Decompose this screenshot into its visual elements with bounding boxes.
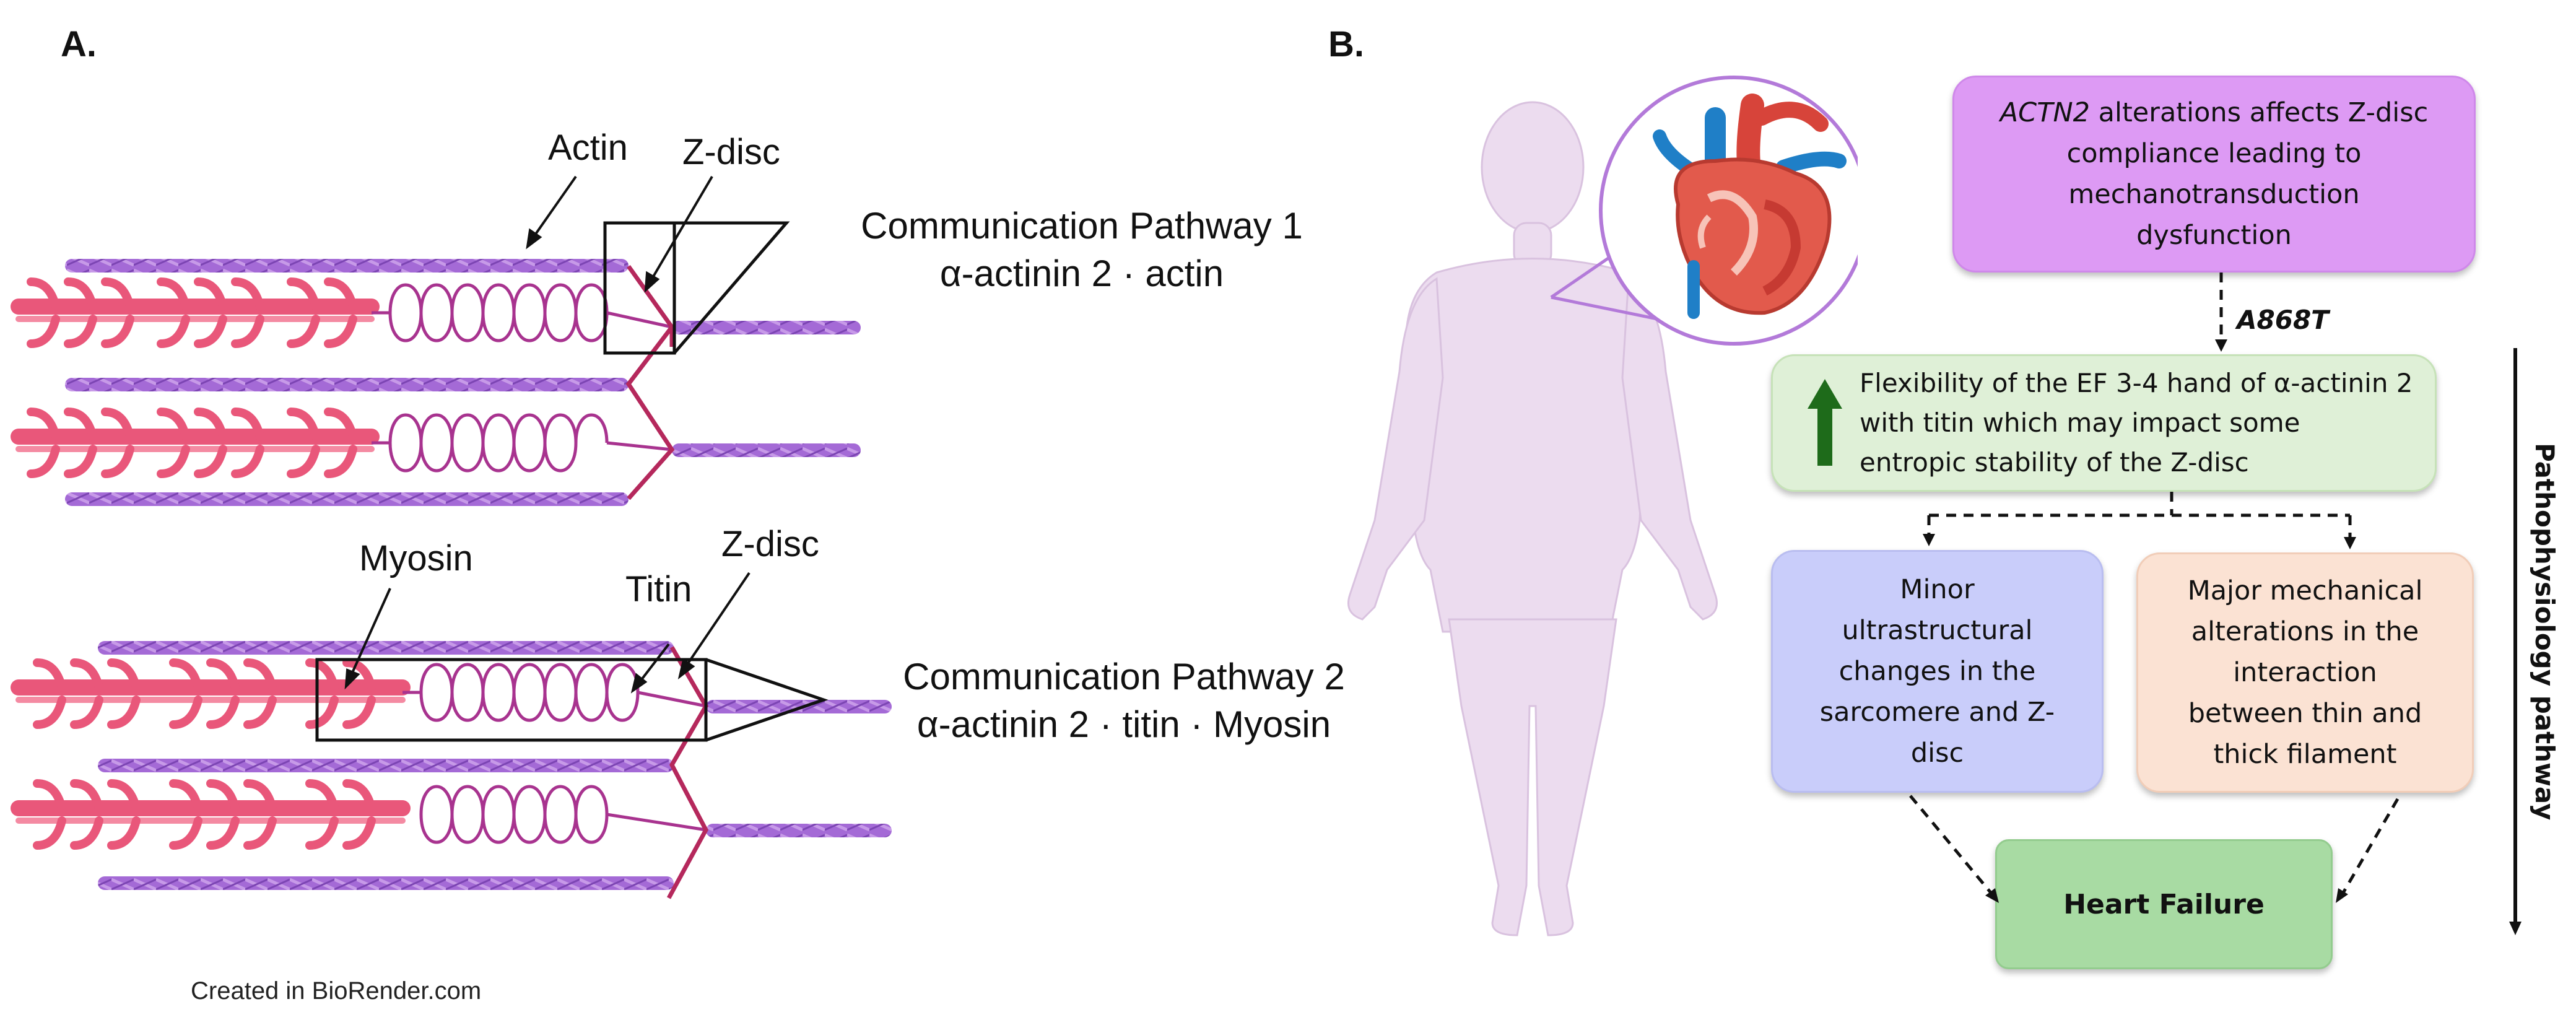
- up-arrow-icon: [1808, 379, 1842, 466]
- pathway-2-title: Communication Pathway 2: [903, 656, 1345, 697]
- minor-line3: changes in the: [1838, 656, 2036, 687]
- minor-line4: sarcomere and Z-: [1819, 697, 2055, 728]
- major-line5: thick filament: [2213, 739, 2397, 770]
- actn2-alteration-box: ACTN2 alterations affects Z-disc complia…: [1952, 76, 2476, 273]
- pathway-1-proteins: α-actinin 2 · actin: [939, 253, 1224, 294]
- zoom-callout-1: [603, 221, 790, 355]
- minor-line2: ultrastructural: [1842, 615, 2033, 646]
- major-line2: alterations in the: [2191, 616, 2419, 647]
- major-line4: between thin and: [2188, 698, 2422, 729]
- myosin-filament: [11, 658, 411, 850]
- pathway-1-title: Communication Pathway 1: [861, 205, 1303, 246]
- z-disc-line: [625, 264, 675, 500]
- z-disc-label-bottom: Z-disc: [721, 524, 819, 564]
- zoom-callout-2: [315, 658, 829, 742]
- pathophysiology-label: Pathophysiology pathway: [2530, 443, 2560, 821]
- flexibility-box: Flexibility of the EF 3-4 hand of α-acti…: [1771, 354, 2437, 492]
- titin-label: Titin: [625, 569, 692, 609]
- actn2-line4: dysfunction: [2136, 220, 2292, 251]
- major-line3: interaction: [2233, 657, 2377, 688]
- z-disc-label-top: Z-disc: [682, 132, 780, 172]
- actn2-line3: mechanotransduction: [2068, 179, 2360, 210]
- actin-filament: [65, 259, 861, 506]
- z-disc-line: [666, 646, 709, 899]
- human-body-icon: [1347, 101, 1718, 936]
- gene-name: ACTN2: [1999, 97, 2090, 128]
- myosin-label: Myosin: [359, 538, 473, 578]
- flow-connectors: [1909, 273, 2522, 935]
- pathway-1-caption: Communication Pathway 1 α-actinin 2 · ac…: [843, 204, 1320, 295]
- mutation-label: A868T: [2237, 305, 2329, 335]
- minor-line5: disc: [1910, 738, 1964, 769]
- major-alterations-box: Major mechanical alterations in the inte…: [2136, 552, 2474, 793]
- actn2-line2: compliance leading to: [2066, 138, 2362, 169]
- heart-failure-box: Heart Failure: [1995, 839, 2333, 969]
- panel-a-label: A.: [61, 24, 97, 64]
- sarcomere-diagram: [11, 175, 892, 899]
- flex-line1: Flexibility of the EF 3-4 hand of α-acti…: [1860, 368, 2413, 398]
- pathway-2-proteins: α-actinin 2 · titin · Myosin: [916, 704, 1331, 745]
- pathway-2-caption: Communication Pathway 2 α-actinin 2 · ti…: [882, 655, 1365, 746]
- biorender-credit: Created in BioRender.com: [191, 977, 482, 1005]
- actn2-line1: ACTN2 alterations affects Z-disc: [2000, 92, 2429, 133]
- heart-icon: [1653, 94, 1847, 319]
- actin-filament: [98, 641, 892, 890]
- minor-changes-box: Minor ultrastructural changes in the sar…: [1771, 550, 2104, 793]
- minor-line1: Minor: [1900, 574, 1975, 605]
- actn2-line1-rest: alterations affects Z-disc: [2089, 97, 2429, 128]
- label-arrows: [344, 175, 751, 694]
- actin-label: Actin: [548, 128, 628, 168]
- titin-spring: [372, 283, 672, 473]
- titin-spring: [402, 663, 707, 844]
- major-line1: Major mechanical: [2187, 575, 2423, 606]
- panel-b-label: B.: [1328, 24, 1364, 64]
- flex-line3: entropic stability of the Z-disc: [1860, 447, 2249, 478]
- flex-line2: with titin which may impact some: [1860, 408, 2300, 438]
- myosin-filament: [11, 277, 380, 478]
